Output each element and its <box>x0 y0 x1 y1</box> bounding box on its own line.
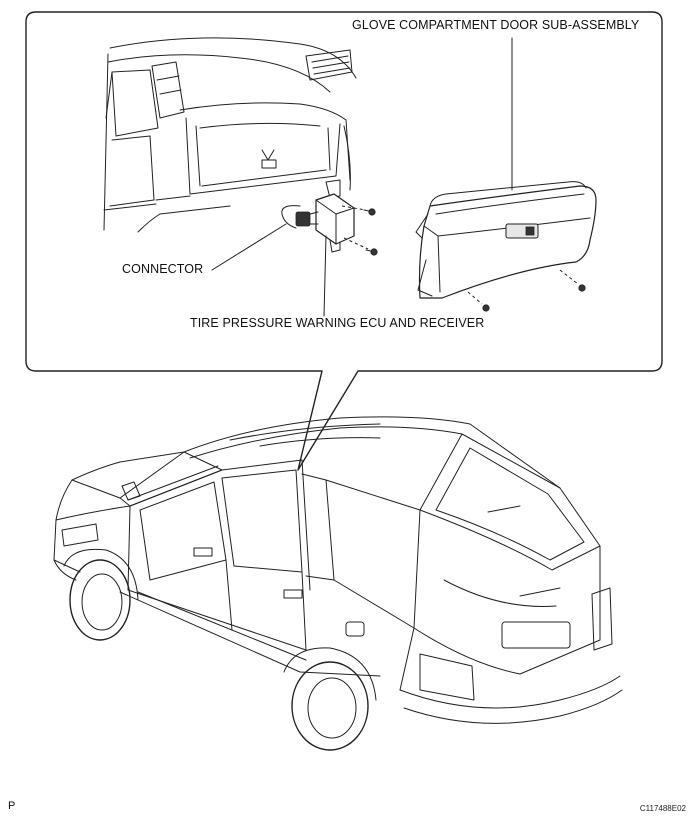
glove-compartment-label: GLOVE COMPARTMENT DOOR SUB-ASSEMBLY <box>352 18 640 32</box>
connector-part <box>281 205 319 229</box>
vehicle-illustration <box>53 416 623 751</box>
glove-compartment-door <box>415 181 597 312</box>
footer-left-mark: P <box>8 800 16 812</box>
callout-box <box>25 11 663 471</box>
connector-label: CONNECTOR <box>122 262 204 276</box>
ecu-receiver-label: TIRE PRESSURE WARNING ECU AND RECEIVER <box>190 316 485 330</box>
leader-lines <box>211 37 513 317</box>
bolt-upper <box>363 208 376 216</box>
screw-right <box>578 284 586 292</box>
screw-bottom <box>482 304 490 312</box>
dashboard-illustration <box>103 37 357 233</box>
ecu-receiver-illustration <box>281 179 378 256</box>
bolt-lower <box>365 248 378 256</box>
figure-code: C117488E02 <box>639 804 686 813</box>
